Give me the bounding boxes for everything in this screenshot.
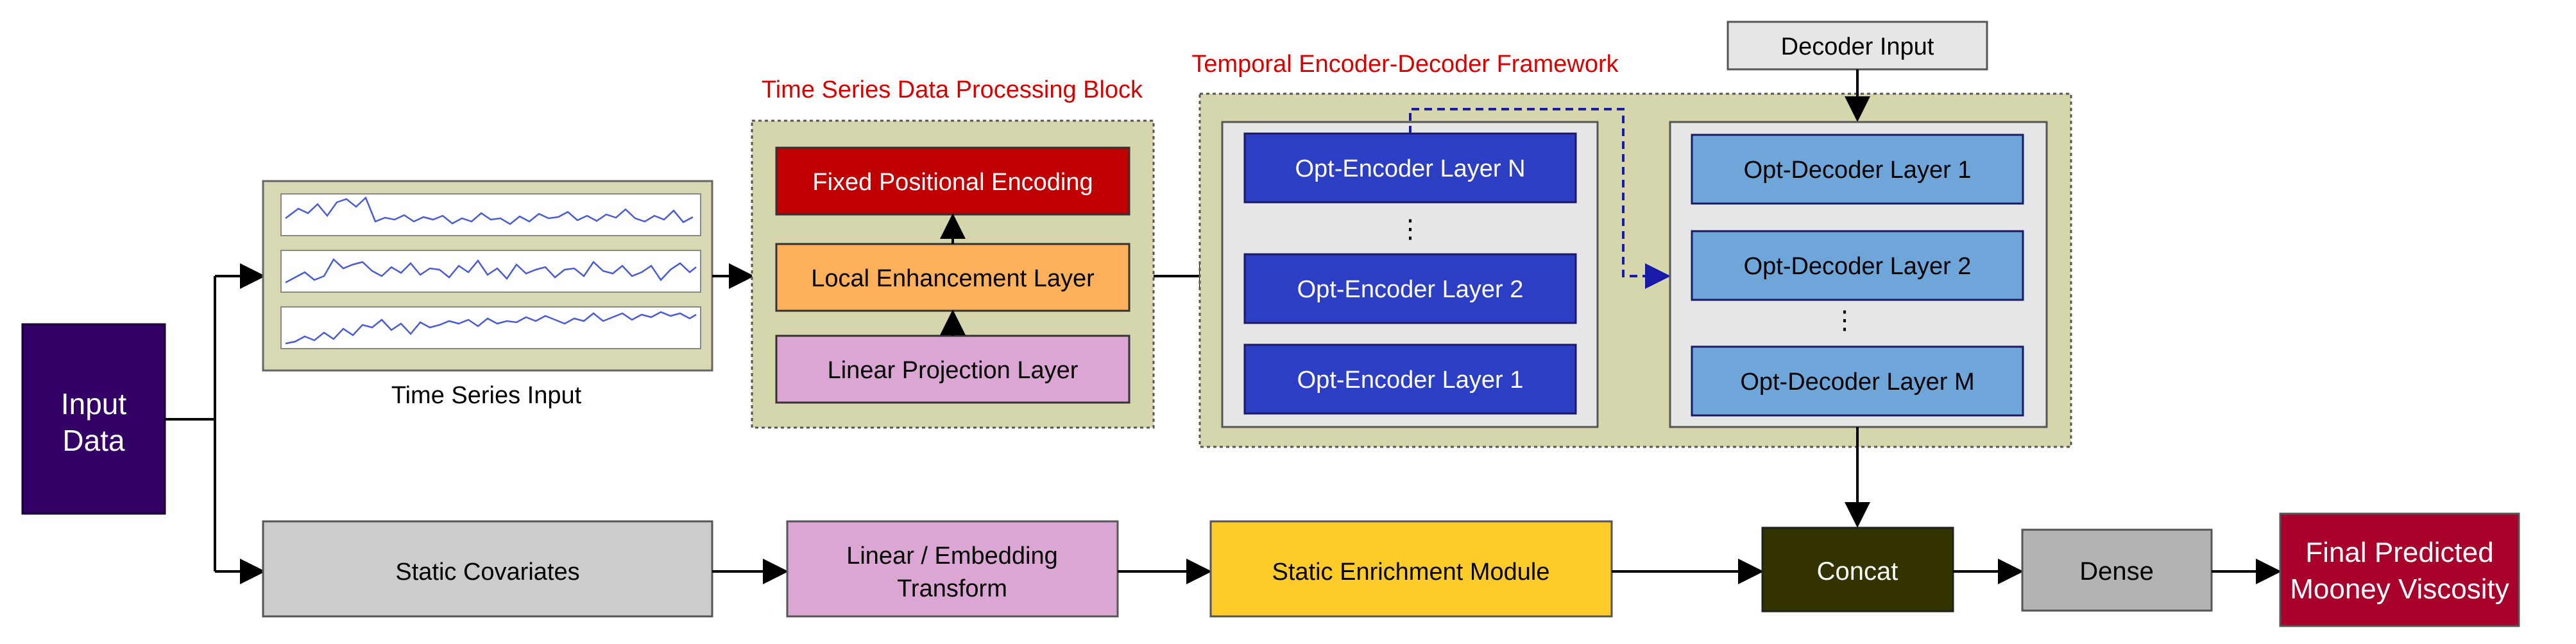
final-prediction-box <box>2279 512 2520 627</box>
concat-label: Concat <box>1817 557 1898 586</box>
decoder-layer-1-box <box>1691 134 2024 205</box>
static-enrichment-box <box>1209 520 1613 618</box>
input-data-label-line2: Data <box>62 424 125 457</box>
framework-title: Temporal Encoder-Decoder Framework <box>1191 51 1619 78</box>
decoder-layer-1-label: Opt-Decoder Layer 1 <box>1744 157 1972 184</box>
processing-block-title: Time Series Data Processing Block <box>762 76 1143 103</box>
concat-box <box>1761 527 1954 613</box>
decoder-layer-m-label: Opt-Decoder Layer M <box>1740 369 1974 396</box>
encoder-layer-n-box <box>1243 132 1577 204</box>
decoder-input-box <box>1727 21 1988 71</box>
dashed-encoder-to-decoder <box>1409 108 1671 289</box>
line-chart-icon <box>285 311 697 345</box>
local-enhancement-layer-box <box>775 243 1130 312</box>
decoder-layer-2-box <box>1691 230 2024 301</box>
decoder-layer-m-box <box>1691 345 2024 417</box>
encoder-layer-n-label: Opt-Encoder Layer N <box>1295 155 1525 182</box>
line-chart-icon <box>285 258 697 284</box>
linear-projection-layer-box <box>775 335 1130 404</box>
encoder-ellipsis: ⋮ <box>1397 215 1423 243</box>
decoder-input-label: Decoder Input <box>1781 33 1934 60</box>
static-enrichment-label: Static Enrichment Module <box>1272 559 1550 586</box>
decoder-ellipsis: ⋮ <box>1832 306 1857 335</box>
dense-label: Dense <box>2079 557 2154 586</box>
linear-embedding-label-line2: Transform <box>897 575 1007 602</box>
static-covariates-box <box>262 520 713 618</box>
line-chart-icon <box>285 196 694 225</box>
static-covariates-label: Static Covariates <box>395 559 579 586</box>
linear-embedding-box <box>786 520 1119 618</box>
final-prediction-label-line2: Mooney Viscosity <box>2290 573 2509 605</box>
time-series-plot <box>262 180 713 372</box>
encoder-layer-1-label: Opt-Encoder Layer 1 <box>1297 367 1524 394</box>
input-data-label-line1: Input <box>61 387 127 421</box>
encoder-layer-2-box <box>1243 253 1577 324</box>
linear-embedding-label-line1: Linear / Embedding <box>846 543 1058 570</box>
input-connectors <box>165 263 266 584</box>
encoder-layer-2-label: Opt-Encoder Layer 2 <box>1297 276 1524 303</box>
linear-projection-layer-label: Linear Projection Layer <box>828 357 1079 384</box>
final-prediction-label-line1: Final Predicted <box>2305 537 2493 568</box>
time-series-caption: Time Series Input <box>391 382 582 409</box>
input-data-box <box>21 323 166 515</box>
fixed-positional-encoding-label: Fixed Positional Encoding <box>812 169 1093 196</box>
decoder-layer-2-label: Opt-Decoder Layer 2 <box>1744 253 1972 280</box>
encoder-layer-1-box <box>1243 344 1577 415</box>
local-enhancement-layer-label: Local Enhancement Layer <box>811 265 1095 292</box>
